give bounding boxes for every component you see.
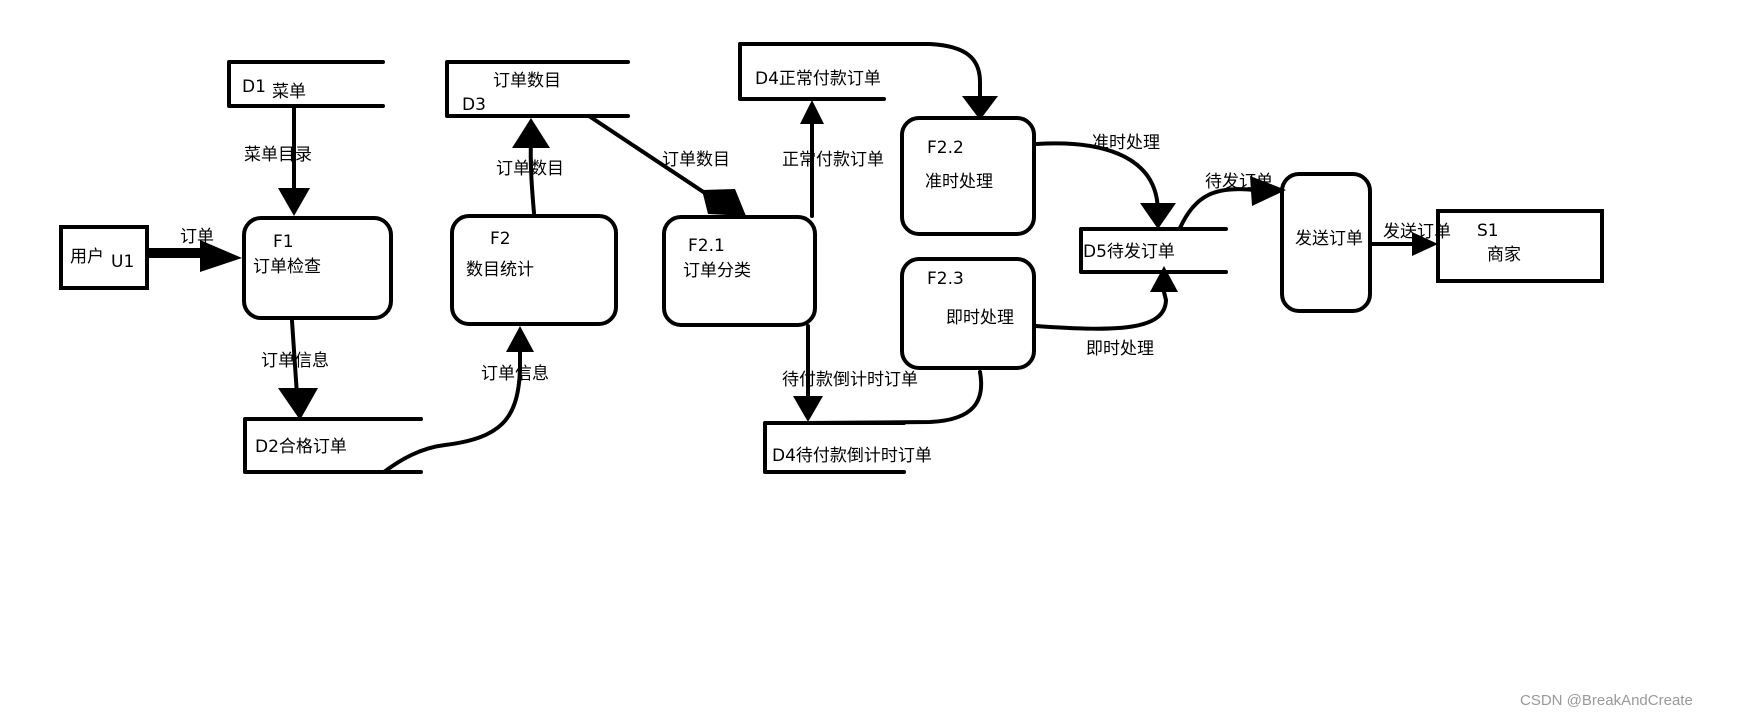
flow-menu-list-label: 菜单目录	[244, 145, 312, 165]
process-f2-id: F2	[490, 229, 511, 249]
process-f2: F2 数目统计	[450, 214, 618, 326]
flow-pending-to-f23	[804, 370, 984, 425]
store-d3: 订单数目 D3	[445, 60, 630, 118]
process-f1-id: F1	[273, 232, 294, 252]
process-f2-3: F2.3 即时处理	[900, 257, 1036, 370]
flow-order-count-1: 订单数目	[496, 118, 564, 215]
store-d3-name: 订单数目	[493, 71, 561, 91]
flow-order-count-2: 订单数目	[587, 114, 746, 216]
process-f2-2: F2.2 准时处理	[900, 116, 1036, 236]
process-send: 发送订单	[1280, 172, 1372, 313]
flow-order-count-1-label: 订单数目	[496, 159, 564, 179]
flow-send-order: 发送订单	[1368, 222, 1451, 256]
entity-user-id: U1	[111, 252, 134, 272]
process-f2-3-id: F2.3	[927, 269, 964, 289]
entity-user: 用户 U1	[59, 225, 149, 290]
process-send-name: 发送订单	[1295, 229, 1363, 249]
flow-order-count-2-label: 订单数目	[662, 150, 730, 170]
flow-order: 订单	[149, 227, 242, 272]
entity-merchant-id: S1	[1477, 221, 1499, 241]
flow-normal-paid: 正常付款订单	[782, 100, 884, 218]
flow-normal-to-f22	[738, 42, 998, 120]
process-f1-name: 订单检查	[253, 257, 321, 277]
flow-order-info-2: 订单信息	[382, 326, 549, 474]
flow-normal-paid-label: 正常付款订单	[782, 150, 884, 170]
flow-pending-send-label: 待发订单	[1205, 172, 1273, 192]
flow-immediate-label: 即时处理	[1086, 339, 1154, 359]
flow-ontime-label: 准时处理	[1092, 133, 1160, 153]
flow-send-order-label: 发送订单	[1383, 222, 1451, 242]
store-d2: D2合格订单	[243, 417, 423, 474]
store-d1-name: 菜单	[272, 82, 306, 102]
entity-user-name: 用户	[70, 247, 104, 267]
flow-ontime: 准时处理	[1034, 133, 1176, 229]
flow-order-label: 订单	[180, 227, 214, 247]
store-d5-label: D5待发订单	[1083, 242, 1175, 262]
flow-immediate: 即时处理	[1034, 266, 1178, 359]
store-d1-id: D1	[242, 77, 266, 97]
flow-pending-countdown-label: 待付款倒计时订单	[782, 370, 918, 390]
store-d5: D5待发订单	[1079, 227, 1228, 274]
entity-merchant: S1 商家	[1436, 209, 1604, 283]
process-f2-3-name: 即时处理	[946, 308, 1014, 328]
store-d4-pending: D4待付款倒计时订单	[763, 421, 932, 474]
process-f2-2-name: 准时处理	[925, 172, 993, 192]
store-d4-normal: D4正常付款订单	[738, 42, 886, 101]
flow-order-info-1-label: 订单信息	[261, 351, 329, 371]
process-f2-1: F2.1 订单分类	[662, 215, 817, 327]
store-d4-normal-label: D4正常付款订单	[755, 69, 881, 89]
process-f2-name: 数目统计	[466, 260, 534, 280]
process-f2-1-name: 订单分类	[683, 261, 751, 281]
flow-menu-list: 菜单目录	[244, 104, 312, 216]
flow-order-info-2-label: 订单信息	[481, 364, 549, 384]
process-f2-1-id: F2.1	[688, 236, 725, 256]
flow-pending-send: 待发订单	[1178, 172, 1286, 230]
watermark: CSDN @BreakAndCreate	[1520, 692, 1693, 709]
process-f1: F1 订单检查	[242, 216, 393, 320]
flow-pending-countdown: 待付款倒计时订单	[782, 324, 918, 422]
store-d3-id: D3	[462, 95, 486, 115]
flow-order-info-1: 订单信息	[261, 319, 329, 420]
store-d1: D1 菜单	[227, 60, 385, 108]
entity-merchant-name: 商家	[1487, 245, 1521, 265]
process-f2-2-id: F2.2	[927, 138, 964, 158]
store-d2-label: D2合格订单	[255, 437, 347, 457]
store-d4-pending-label: D4待付款倒计时订单	[772, 446, 932, 466]
